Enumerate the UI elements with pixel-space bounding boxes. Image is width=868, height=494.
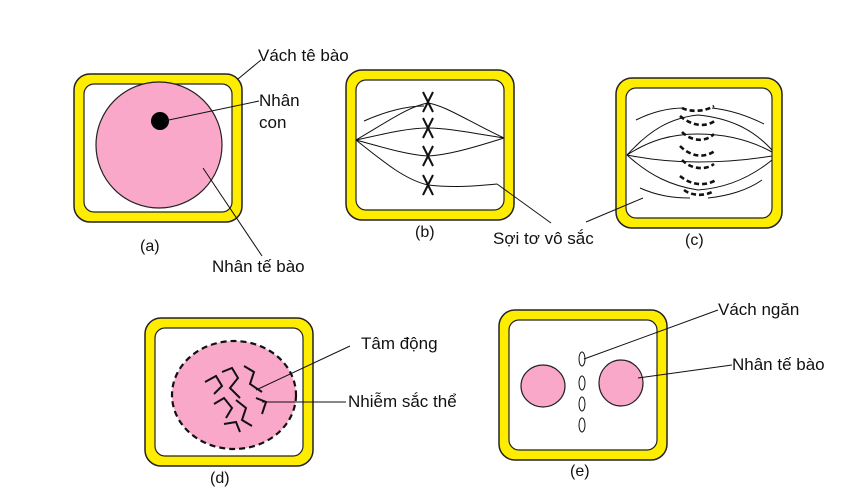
cell-a-nucleolus bbox=[151, 112, 169, 130]
caption-b: (b) bbox=[415, 224, 435, 241]
label-nucleus-e: Nhân tế bào bbox=[732, 355, 825, 374]
cell-e-septum bbox=[578, 351, 586, 433]
caption-d: (d) bbox=[210, 470, 230, 487]
cell-d-nucleus bbox=[170, 339, 298, 451]
cell-b bbox=[345, 69, 552, 224]
label-nucleolus: Nhân con bbox=[259, 91, 300, 132]
cell-e bbox=[498, 309, 733, 461]
caption-c: (c) bbox=[685, 232, 704, 249]
leader-centromere bbox=[255, 345, 351, 391]
cell-d bbox=[144, 317, 351, 467]
leader-nucleus-a bbox=[202, 167, 263, 257]
cell-c bbox=[585, 77, 783, 229]
leader-nucleolus bbox=[163, 100, 260, 122]
cell-a-nucleus bbox=[95, 81, 223, 209]
label-chromosome: Nhiễm sắc thể bbox=[348, 392, 457, 411]
label-centromere: Tâm động bbox=[361, 334, 438, 353]
cell-b-chromosomes bbox=[422, 91, 434, 196]
cell-e-nucleus-left bbox=[520, 364, 566, 408]
cell-c-interior bbox=[625, 87, 773, 219]
cell-a bbox=[73, 59, 263, 257]
cell-e-nucleus-right bbox=[598, 359, 644, 407]
label-spindle-fibers: Sợi tơ vô sắc bbox=[493, 229, 594, 248]
caption-a: (a) bbox=[140, 238, 160, 255]
leader-cell-wall bbox=[237, 59, 262, 80]
leader-nucleus-e bbox=[637, 364, 733, 379]
leader-spindle-c bbox=[585, 197, 644, 223]
cell-b-interior bbox=[355, 79, 505, 211]
label-nucleus-a: Nhân tế bào bbox=[212, 257, 305, 276]
label-septum: Vách ngăn bbox=[718, 300, 800, 319]
leader-septum bbox=[583, 309, 719, 360]
cell-c-spindle-fibers bbox=[626, 107, 773, 199]
label-cell-wall: Vách tê bào bbox=[258, 46, 349, 65]
leader-spindle-b bbox=[496, 183, 552, 224]
caption-e: (e) bbox=[570, 463, 590, 480]
cell-c-chromosomes bbox=[679, 104, 717, 197]
